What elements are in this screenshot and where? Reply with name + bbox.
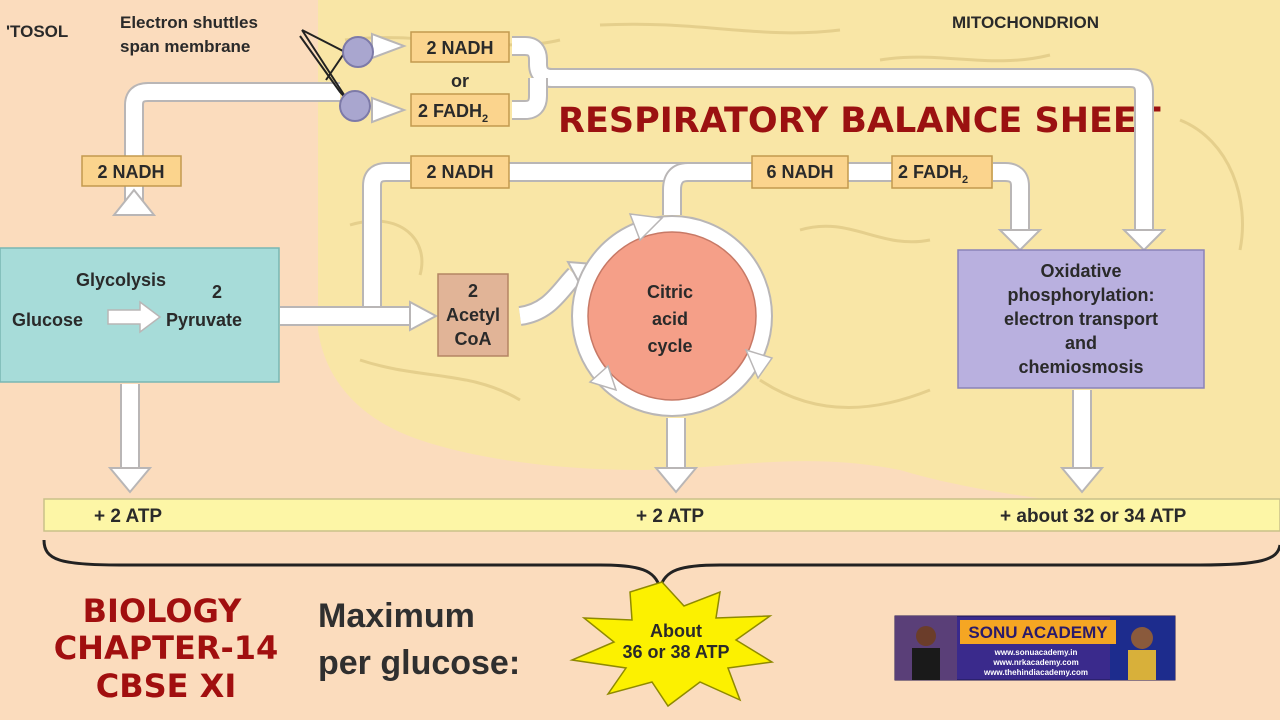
acetyl-coa-box: 2 Acetyl CoA [437, 273, 509, 357]
academy-name: SONU ACADEMY [968, 623, 1108, 642]
oxidative-phosphorylation-box: Oxidative phosphorylation: electron tran… [957, 249, 1205, 389]
citric-acid-cycle: Citric acid cycle [571, 213, 774, 417]
glucose-label: Glucose [12, 310, 83, 330]
oxphos-line5: chemiosmosis [1018, 357, 1143, 377]
oxphos-line3: electron transport [1004, 309, 1158, 329]
arrow-heads [107, 32, 1167, 494]
electron-shuttles: Electron shuttles span membrane 2 NADH o… [120, 13, 510, 127]
shuttle-fadh-label: 2 FADH2 [418, 101, 488, 125]
shuttle-nadh-box [410, 31, 510, 63]
glycolysis-box: Glycolysis 2 Glucose Pyruvate [0, 247, 280, 383]
acetyl-nadh-label: 2 NADH [426, 162, 493, 182]
maximum-line2: per glucose: [318, 644, 520, 682]
academy-banner: SONU ACADEMY www.sonuacademy.in www.nrka… [894, 615, 1176, 681]
burst-line2: 36 or 38 ATP [622, 642, 729, 662]
atp-total-burst: About 36 or 38 ATP [569, 581, 775, 708]
oxphos-line1: Oxidative [1040, 261, 1121, 281]
shuttle-or-label: or [451, 71, 469, 91]
shuttle-circle-bottom [339, 90, 371, 122]
atp-oxphos: + about 32 or 34 ATP [1000, 506, 1187, 527]
summary-brace [42, 539, 1280, 594]
acetyl-line1: 2 [468, 281, 478, 301]
shuttle-label-line2: span membrane [120, 37, 250, 56]
acetyl-line3: CoA [455, 329, 492, 349]
atp-bar: + 2 ATP + 2 ATP + about 32 or 34 ATP [43, 498, 1280, 532]
academy-name-badge [960, 620, 1116, 644]
citric-nadh-box [751, 155, 849, 189]
shuttle-nadh-label: 2 NADH [426, 38, 493, 58]
citric-line1: Citric [647, 282, 693, 302]
chapter-line3: CBSE XI [96, 667, 237, 705]
citric-line2: acid [652, 309, 688, 329]
pyruvate-count: 2 [212, 282, 222, 302]
burst-line1: About [650, 621, 702, 641]
shuttle-label-line1: Electron shuttles [120, 13, 258, 32]
glycolysis-arrow [107, 300, 162, 334]
pyruvate-label: Pyruvate [166, 310, 242, 330]
mitochondrion-label: MITOCHONDRION [952, 13, 1099, 32]
shuttle-fadh-box [410, 93, 510, 127]
oxphos-line4: and [1065, 333, 1097, 353]
glycolysis-nadh-box [81, 155, 182, 187]
citric-line3: cycle [647, 336, 692, 356]
academy-site3: www.thehindiacademy.com [983, 668, 1088, 677]
acetyl-nadh-box [410, 155, 510, 189]
flow-pipes [120, 36, 1154, 470]
glycolysis-title: Glycolysis [76, 270, 166, 290]
academy-site1: www.sonuacademy.in [994, 648, 1078, 657]
acetyl-line2: Acetyl [446, 305, 500, 325]
atp-glycolysis: + 2 ATP [94, 506, 162, 527]
cytosol-label: 'TOSOL [6, 22, 68, 41]
shuttle-circle-top [342, 36, 374, 68]
citric-nadh-label: 6 NADH [766, 162, 833, 182]
atp-citric: + 2 ATP [636, 506, 704, 527]
page-title: RESPIRATORY BALANCE SHEET [558, 101, 1161, 141]
oxphos-line2: phosphorylation: [1008, 285, 1155, 305]
academy-site2: www.nrkacademy.com [992, 658, 1078, 667]
citric-fadh-label: 2 FADH2 [898, 162, 968, 186]
citric-fadh-box [891, 155, 993, 189]
glycolysis-nadh-label: 2 NADH [97, 162, 164, 182]
chapter-line1: BIOLOGY [83, 592, 243, 630]
chapter-line2: CHAPTER-14 [54, 629, 279, 667]
maximum-line1: Maximum [318, 597, 475, 635]
